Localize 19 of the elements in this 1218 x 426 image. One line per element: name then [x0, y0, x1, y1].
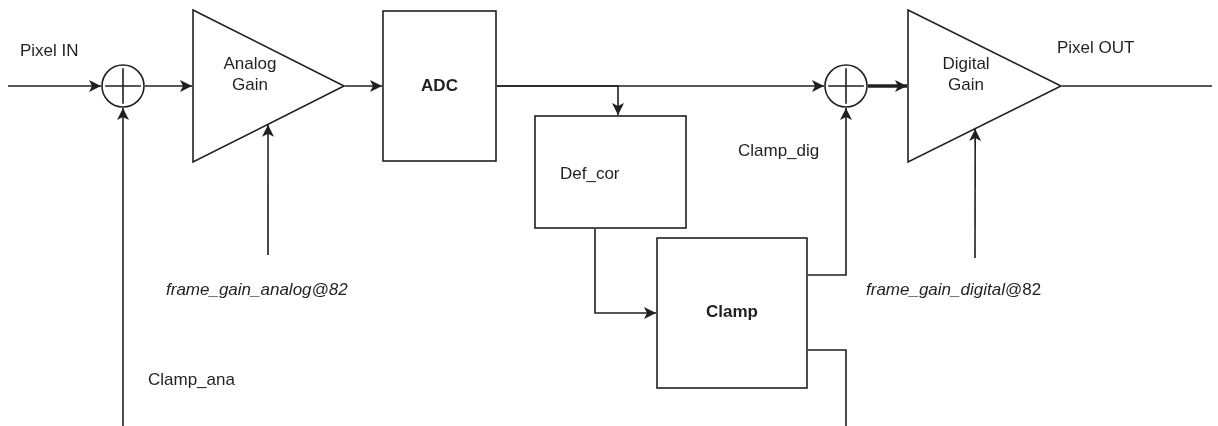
signal-arrow — [969, 128, 982, 259]
signal-arrow — [262, 124, 275, 256]
block-label: Digital Gain — [941, 53, 991, 95]
signal-label: frame_gain_digital@82 — [866, 279, 1042, 300]
block-label: Def_cor — [560, 163, 620, 184]
block-label: ADC — [420, 75, 459, 96]
signal-arrow — [807, 107, 852, 276]
signal-label: frame_gain_analog@82 — [166, 279, 348, 300]
signal-arrow — [344, 80, 383, 92]
block-label: Analog Gain — [222, 53, 278, 95]
signal-arrow — [144, 80, 193, 92]
signal-arrow — [496, 85, 624, 116]
input-arrow — [7, 80, 102, 92]
input-arrow — [117, 107, 129, 426]
signal-arrow — [594, 228, 657, 319]
signal-arrow — [868, 80, 907, 92]
block-label: Clamp — [705, 301, 759, 322]
output-line — [807, 349, 847, 426]
output-line — [1061, 85, 1213, 87]
